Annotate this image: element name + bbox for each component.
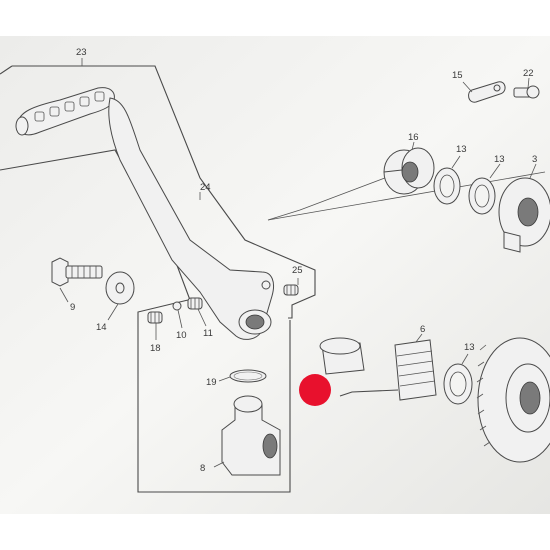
callout-13-mid: 13: [494, 154, 505, 165]
bolt-9: [51, 257, 103, 287]
kickstart-arm: [108, 97, 275, 340]
callout-14: 14: [96, 322, 107, 333]
grub-screw-18: [147, 311, 163, 324]
kickstart-boss-8: [221, 395, 281, 476]
leader-lines: [59, 58, 537, 468]
washer-13-lower: [443, 363, 473, 405]
callout-19: 19: [206, 377, 217, 388]
callout-25: 25: [292, 265, 303, 276]
callout-24: 24: [200, 182, 211, 193]
washer-13-mid: [468, 177, 496, 215]
callout-9: 9: [70, 302, 75, 313]
idler-gear: [476, 337, 550, 463]
callout-8: 8: [200, 463, 205, 474]
ball-10: [172, 301, 182, 311]
callout-13-lower: 13: [464, 342, 475, 353]
callout-10: 10: [176, 330, 187, 341]
red-marker-dot: [299, 374, 331, 406]
grub-screw-11: [187, 297, 203, 310]
callout-18: 18: [150, 343, 161, 354]
washer-14: [105, 271, 135, 305]
grub-screw-25: [283, 284, 299, 296]
washer-13-upper: [433, 167, 461, 205]
callout-22: 22: [523, 68, 534, 79]
callout-3: 3: [532, 154, 537, 165]
bush-sleeve: [319, 337, 365, 375]
kickstart-gear-3: [498, 177, 550, 253]
callout-16: 16: [408, 132, 419, 143]
callout-13-upper: 13: [456, 144, 467, 155]
spring-6: [339, 339, 437, 401]
screw-22: [513, 85, 540, 99]
callout-labels: 23 24 25 9 14 18 10 11 19 8 15 22 16 13 …: [70, 47, 537, 474]
callout-23: 23: [76, 47, 87, 58]
callout-6: 6: [420, 324, 425, 335]
callout-11: 11: [203, 328, 213, 339]
o-ring-19: [229, 369, 267, 383]
stop-plate-15: [468, 81, 506, 103]
callout-15: 15: [452, 70, 463, 81]
kickstart-pedal: [15, 87, 115, 136]
needle-bearing-16: [383, 147, 435, 195]
engine-case-edge: [267, 171, 546, 221]
